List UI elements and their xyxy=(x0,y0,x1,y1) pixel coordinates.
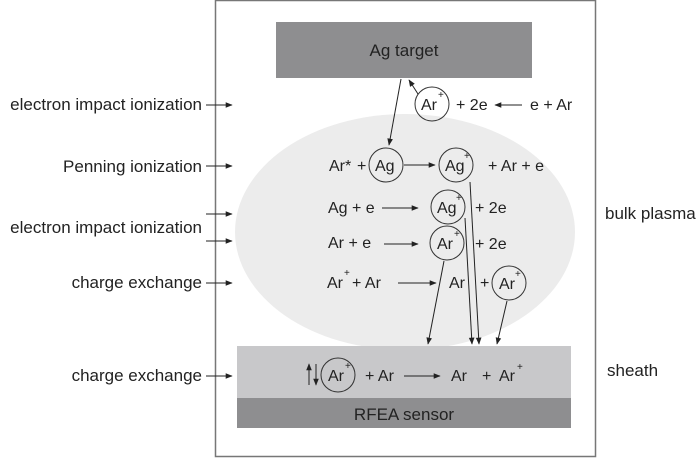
process-label-electron-impact-2: electron impact ionization xyxy=(10,218,202,237)
charge-sup: + xyxy=(464,151,470,162)
products-rest: + 2e xyxy=(475,236,507,253)
species: Ag xyxy=(437,200,457,217)
charge-sup: + xyxy=(438,90,444,101)
rfea-sensor xyxy=(237,398,571,428)
process-label-electron-impact-1: electron impact ionization xyxy=(10,95,202,114)
ion-circle xyxy=(438,147,474,183)
reaction-6: Ar + + Ar Ar + Ar + xyxy=(306,357,523,393)
charge-sup: + xyxy=(344,268,350,279)
ag-target xyxy=(276,22,532,78)
product-b: Ar xyxy=(499,368,516,385)
ion-circle xyxy=(429,225,465,261)
plus: + xyxy=(482,368,491,385)
charge-sup: + xyxy=(517,362,523,373)
ion-trajectory-arrow xyxy=(426,260,445,345)
reaction-3: Ag + e Ag + + 2e xyxy=(328,189,507,225)
plus: + xyxy=(357,158,366,175)
product-a: Ar xyxy=(449,275,466,292)
ion-circle xyxy=(491,265,527,301)
reactants: Ar + e xyxy=(328,235,371,252)
charge-sup: + xyxy=(454,229,460,240)
species: Ar xyxy=(328,368,345,385)
reaction-1: Ar + + 2e e + Ar xyxy=(408,79,573,122)
ion-trajectory-arrow xyxy=(495,300,508,345)
reactants: Ag + e xyxy=(328,200,375,217)
reactant-rest: + Ar xyxy=(352,275,382,292)
charge-sup: + xyxy=(345,361,351,372)
species: Ar xyxy=(437,236,454,253)
bulk-plasma-label: bulk plasma xyxy=(605,204,696,223)
ion-circle xyxy=(320,357,356,393)
reaction-2: Ar* + Ag Ag + + Ar + e xyxy=(329,147,544,183)
products-rest: + Ar + e xyxy=(488,158,544,175)
bulk-plasma-region xyxy=(235,114,575,350)
products-rest: + 2e xyxy=(456,97,488,114)
ion-circle xyxy=(430,189,466,225)
reactant-a: Ar* xyxy=(329,158,351,175)
sputter-arrow xyxy=(387,78,402,146)
products-rest: + 2e xyxy=(475,200,507,217)
species: Ar xyxy=(499,276,516,293)
reactant-rest: + Ar xyxy=(365,368,395,385)
species: Ar xyxy=(421,97,438,114)
ion-trajectory-arrow xyxy=(464,217,475,345)
reactants: e + Ar xyxy=(530,97,573,114)
species: Ag xyxy=(445,158,465,175)
ag-target-label: Ag target xyxy=(370,41,439,60)
atom-circle xyxy=(368,147,404,183)
sheath-region xyxy=(237,346,571,398)
plus: + xyxy=(480,275,489,292)
sheath-label: sheath xyxy=(607,361,658,380)
rfea-sensor-label: RFEA sensor xyxy=(354,405,454,424)
reaction-5: Ar + + Ar Ar + Ar + xyxy=(327,265,527,301)
reactant-base: Ar xyxy=(327,275,344,292)
ion-to-target-arrow xyxy=(408,79,419,95)
ion-circle xyxy=(414,86,450,122)
species: Ag xyxy=(375,158,395,175)
process-label-charge-exchange-1: charge exchange xyxy=(72,273,202,292)
charge-sup: + xyxy=(515,269,521,280)
reaction-4: Ar + e Ar + + 2e xyxy=(328,225,507,261)
product-a: Ar xyxy=(451,368,468,385)
charge-sup: + xyxy=(456,193,462,204)
ion-trajectory-arrow xyxy=(469,181,482,345)
process-label-penning: Penning ionization xyxy=(63,157,202,176)
process-label-charge-exchange-2: charge exchange xyxy=(72,366,202,385)
